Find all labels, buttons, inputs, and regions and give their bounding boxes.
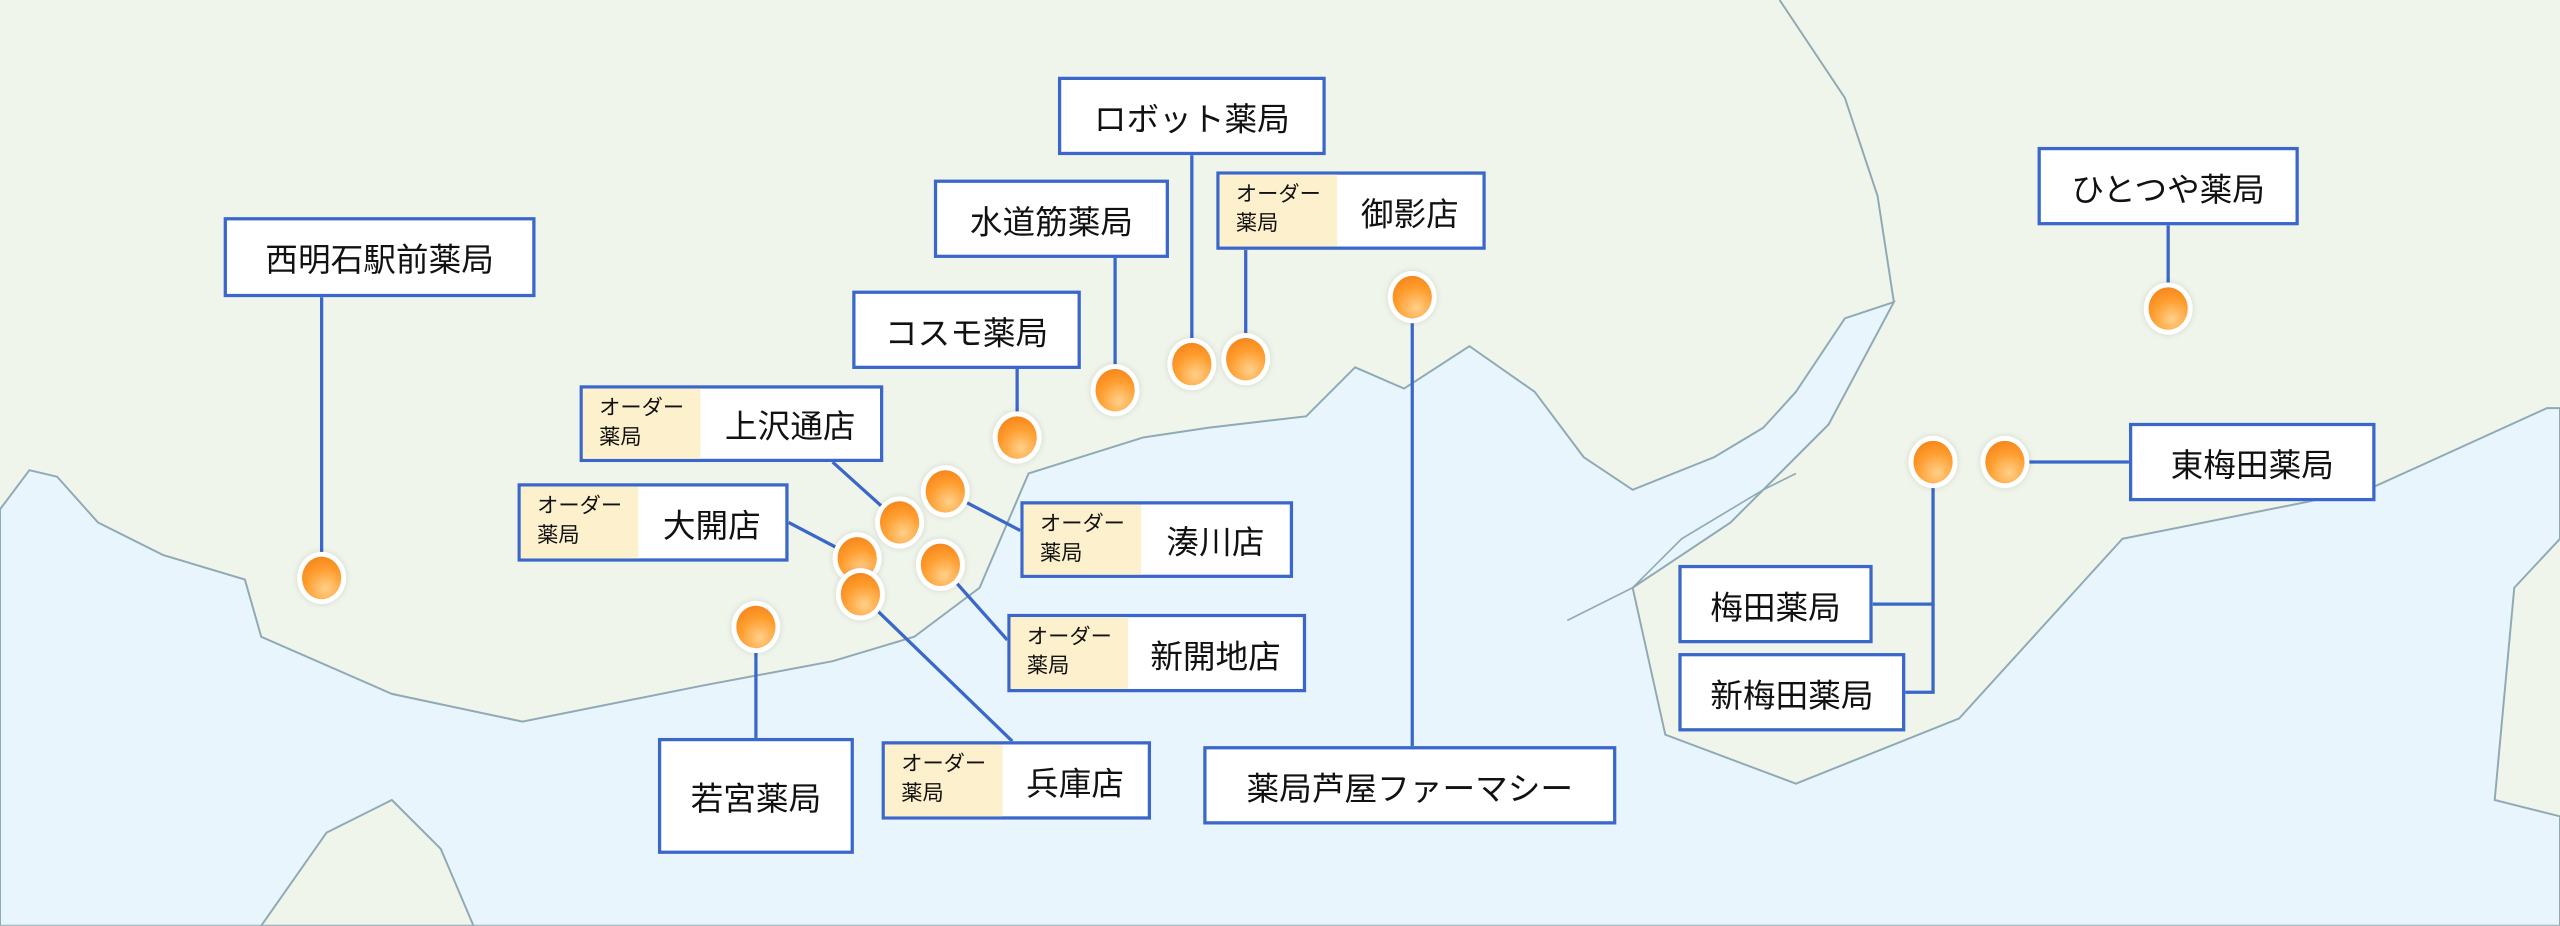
pin-higashiumeda[interactable] xyxy=(1985,440,2025,484)
order-tag: オーダー薬局 xyxy=(582,388,701,459)
label-robot[interactable]: ロボット薬局 xyxy=(1057,76,1326,156)
label-daikai[interactable]: オーダー薬局大開店 xyxy=(517,483,789,562)
label-nishiakashi[interactable]: 西明石駅前薬局 xyxy=(223,217,536,298)
store-name: 湊川店 xyxy=(1166,522,1265,562)
label-kamisawadori[interactable]: オーダー薬局上沢通店 xyxy=(579,385,884,463)
store-name: 新開地店 xyxy=(1150,635,1281,676)
pin-nishiakashi[interactable] xyxy=(302,556,342,600)
order-tag-line2: 薬局 xyxy=(901,782,944,807)
store-name: 梅田薬局 xyxy=(1710,586,1841,627)
order-tag-line1: オーダー xyxy=(537,494,623,520)
order-tag-line2: 薬局 xyxy=(1039,541,1083,566)
pin-hitotsuya[interactable] xyxy=(2148,287,2188,330)
label-higashiumeda[interactable]: 東梅田薬局 xyxy=(2128,422,2376,502)
store-name: 若宮薬局 xyxy=(690,778,822,818)
pin-hyogo[interactable] xyxy=(840,573,880,616)
order-tag-line1: オーダー xyxy=(1026,625,1112,650)
pin-shinkaichi[interactable] xyxy=(920,543,960,587)
store-name: ひとつや薬局 xyxy=(2071,168,2265,209)
label-cosmo[interactable]: コスモ薬局 xyxy=(852,290,1081,369)
store-name: 水道筋薬局 xyxy=(969,201,1134,241)
store-name: 上沢通店 xyxy=(724,406,856,446)
pin-robot[interactable] xyxy=(1172,342,1212,386)
label-shinumeda[interactable]: 新梅田薬局 xyxy=(1678,653,1906,732)
order-tag: オーダー薬局 xyxy=(884,744,1003,817)
pin-cosmo[interactable] xyxy=(997,416,1037,459)
order-tag: オーダー薬局 xyxy=(1010,617,1129,689)
label-shinkaichi[interactable]: オーダー薬局新開地店 xyxy=(1007,613,1307,693)
order-tag-line2: 薬局 xyxy=(1026,654,1070,680)
store-name: 薬局芦屋ファーマシー xyxy=(1246,768,1574,808)
label-ashiya[interactable]: 薬局芦屋ファーマシー xyxy=(1203,746,1617,825)
river xyxy=(1778,0,1895,303)
order-tag: オーダー薬局 xyxy=(1219,174,1338,247)
pin-daikai[interactable] xyxy=(837,537,877,580)
label-wakamiya[interactable]: 若宮薬局 xyxy=(657,737,854,854)
pin-kamisawadori[interactable] xyxy=(879,501,920,544)
order-tag-line2: 薬局 xyxy=(537,524,580,549)
store-name: コスモ薬局 xyxy=(884,312,1049,352)
pin-minatogawa[interactable] xyxy=(925,470,965,513)
store-name: 東梅田薬局 xyxy=(2170,444,2334,485)
label-minatogawa[interactable]: オーダー薬局湊川店 xyxy=(1020,501,1294,578)
order-tag: オーダー薬局 xyxy=(520,486,639,559)
order-tag-line2: 薬局 xyxy=(1235,212,1279,237)
label-suidosuji[interactable]: 水道筋薬局 xyxy=(933,179,1169,258)
pin-umeda[interactable] xyxy=(1913,440,1953,484)
store-name: 御影店 xyxy=(1360,193,1459,233)
label-umeda[interactable]: 梅田薬局 xyxy=(1678,564,1873,644)
order-tag-line2: 薬局 xyxy=(599,425,642,450)
pin-mikage[interactable] xyxy=(1226,337,1266,381)
store-name: ロボット薬局 xyxy=(1093,98,1290,138)
store-name: 西明石駅前薬局 xyxy=(265,239,494,280)
order-tag-line1: オーダー xyxy=(1235,182,1321,208)
coast-detail xyxy=(1566,472,1797,622)
order-tag: オーダー薬局 xyxy=(1023,504,1142,575)
pin-ashiya[interactable] xyxy=(1392,275,1432,319)
label-hitotsuya[interactable]: ひとつや薬局 xyxy=(2037,146,2299,226)
pin-suidosuji[interactable] xyxy=(1095,368,1135,412)
order-tag-line1: オーダー xyxy=(599,395,685,421)
order-tag-line1: オーダー xyxy=(1039,511,1125,537)
store-name: 兵庫店 xyxy=(1026,763,1125,803)
label-mikage[interactable]: オーダー薬局御影店 xyxy=(1216,171,1486,250)
store-name: 大開店 xyxy=(662,505,761,545)
pin-wakamiya[interactable] xyxy=(736,605,776,649)
label-hyogo[interactable]: オーダー薬局兵庫店 xyxy=(881,741,1152,820)
store-name: 新梅田薬局 xyxy=(1710,675,1874,715)
order-tag-line1: オーダー xyxy=(901,752,987,778)
